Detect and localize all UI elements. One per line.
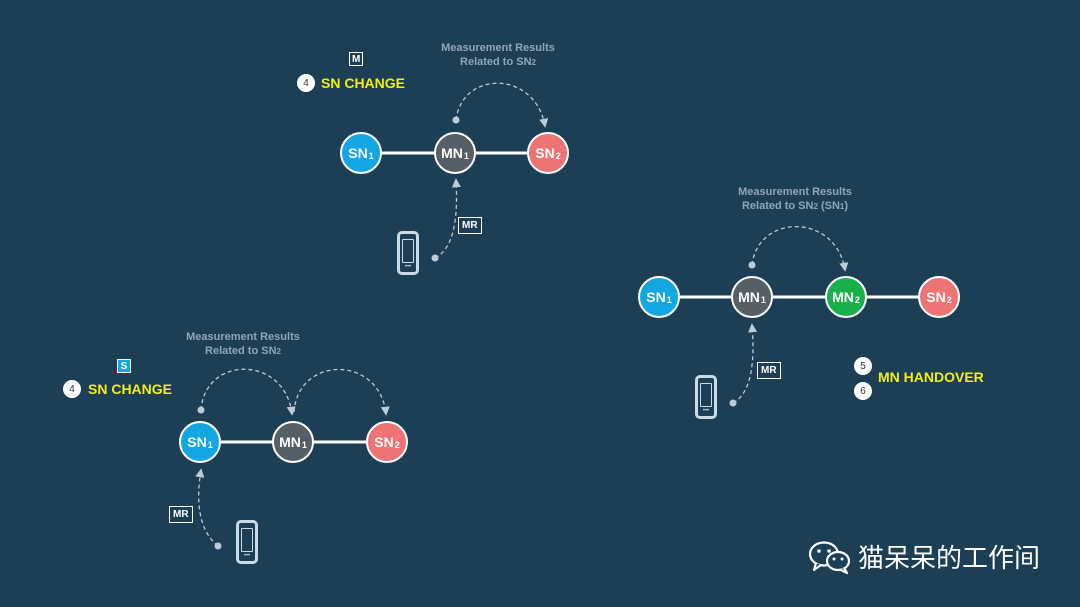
note-line1: Measurement Results: [441, 42, 555, 54]
phone-icon: •••: [695, 375, 717, 419]
note-line1: Measurement Results: [186, 331, 300, 343]
secondary-badge: S: [117, 359, 131, 373]
sn-change-title-left: SN CHANGE: [88, 381, 173, 397]
note-line1: Measurement Results: [738, 186, 852, 198]
phone-icon: •••: [236, 520, 258, 564]
measurement-note-left: Measurement Results Related to SN2: [186, 330, 300, 359]
wechat-icon: [808, 540, 851, 574]
step-number: 4: [297, 74, 315, 92]
mr-label-right: MR: [757, 362, 781, 379]
mr-label-left: MR: [169, 506, 193, 523]
measurement-note-top: Measurement Results Related to SN2: [441, 41, 555, 70]
arc-top: [455, 82, 549, 128]
mr-path-right: [732, 323, 758, 404]
note-line2: Related to SN2: [460, 56, 536, 68]
mr-label-top: MR: [458, 217, 482, 234]
mn-handover-title: MN HANDOVER: [878, 369, 984, 385]
watermark-text: 猫呆呆的工作间: [858, 544, 1041, 574]
measurement-note-right: Measurement Results Related to SN2 (SN1): [738, 185, 852, 214]
step-number-6: 6: [854, 382, 872, 400]
mr-path-top: [434, 178, 461, 259]
note-line2: Related to SN2 (SN1): [741, 200, 849, 212]
watermark: 猫呆呆的工作间: [808, 538, 1040, 575]
mr-path-left: [195, 468, 219, 547]
arc-left-1: [200, 368, 296, 416]
phone-icon: •••: [397, 231, 419, 275]
step-number: 4: [63, 380, 81, 398]
master-badge: M: [349, 52, 364, 66]
arc-right: [751, 225, 849, 272]
step-number-5: 5: [854, 357, 872, 375]
sn-change-title-top: SN CHANGE: [321, 75, 406, 91]
arc-left-2: [293, 368, 390, 416]
note-line2: Related to SN2: [205, 345, 281, 357]
